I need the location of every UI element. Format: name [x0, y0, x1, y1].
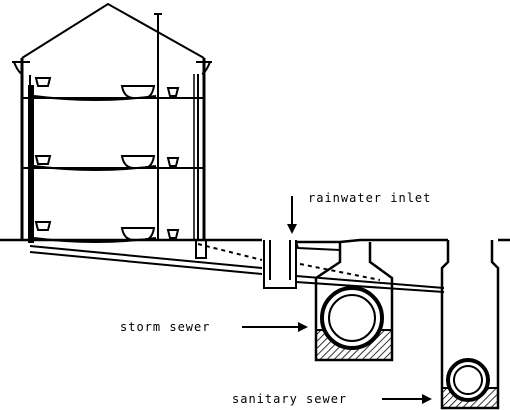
house-roof — [21, 2, 205, 59]
soil-stack — [28, 85, 34, 243]
rainwater-inlet — [263, 196, 297, 289]
storm-sewer — [314, 242, 394, 362]
storm-sewer-pipe — [320, 286, 384, 350]
cleanout — [195, 239, 207, 259]
leaders — [242, 322, 432, 404]
sanitary-sewer — [440, 240, 500, 410]
rainwater-inlet-label: rainwater inlet — [308, 191, 432, 205]
storm-sewer-label: storm sewer — [120, 320, 211, 334]
sink-icon — [34, 77, 52, 87]
house-sewer-pipe — [29, 245, 263, 275]
fixtures-floor-2 — [33, 155, 180, 171]
ground-line-street — [296, 238, 448, 244]
sink-icon — [34, 221, 52, 231]
sink-icon — [34, 155, 52, 165]
washbasin-icon — [166, 229, 180, 239]
storm-drain-pipe — [197, 243, 381, 281]
inlet-box — [263, 240, 297, 289]
fixtures-floor-3 — [33, 77, 180, 101]
washbasin-icon — [166, 157, 180, 167]
sanitary-sewer-label: sanitary sewer — [232, 392, 348, 406]
building-drains — [29, 239, 445, 293]
washbasin-icon — [166, 87, 180, 97]
house — [12, 2, 212, 243]
